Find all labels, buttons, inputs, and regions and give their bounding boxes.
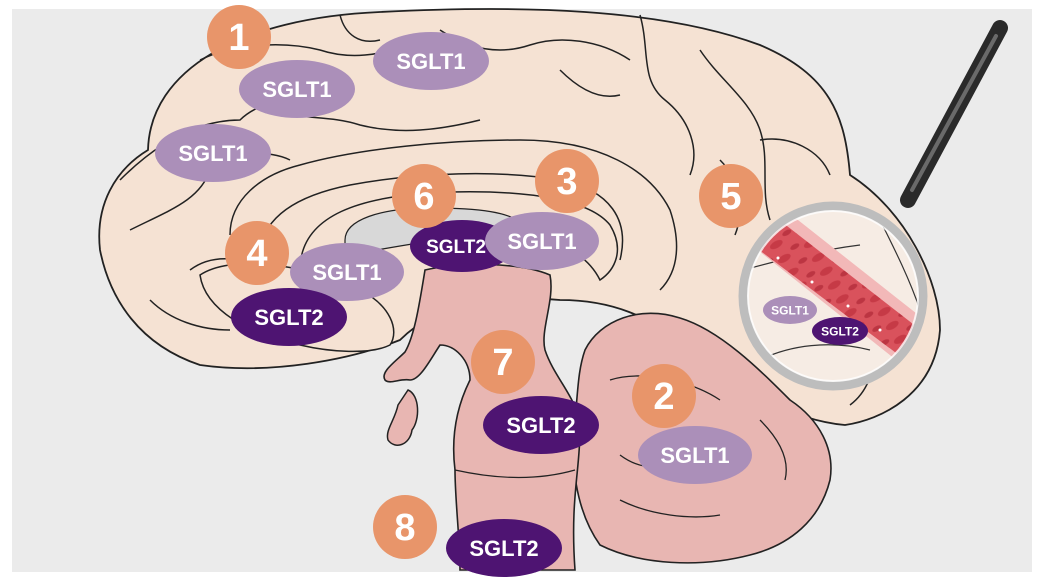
sglt2-label-1: SGLT2 [231, 288, 347, 346]
region-number-1: 1 [207, 5, 271, 69]
sglt1-text-6: SGLT1 [507, 229, 576, 254]
region-number-4: 4 [225, 221, 289, 285]
magnifier-sglt1-text: SGLT1 [771, 304, 809, 318]
sglt2-text-1: SGLT2 [254, 305, 323, 330]
sglt1-label-2: SGLT1 [373, 32, 489, 90]
region-number-5-text: 5 [720, 176, 741, 218]
sglt1-text-1: SGLT1 [262, 77, 331, 102]
region-number-7-text: 7 [492, 342, 513, 384]
region-number-8: 8 [373, 495, 437, 559]
region-number-3-text: 3 [556, 161, 577, 203]
region-number-3: 3 [535, 149, 599, 213]
sglt2-text-4: SGLT2 [469, 536, 538, 561]
sglt1-text-3: SGLT1 [178, 141, 247, 166]
sglt2-text-3: SGLT2 [506, 413, 575, 438]
region-number-2-text: 2 [653, 376, 674, 418]
region-number-6-text: 6 [413, 176, 434, 218]
sglt1-label-5: SGLT1 [638, 426, 752, 484]
region-number-8-text: 8 [394, 507, 415, 549]
sglt1-text-4: SGLT1 [312, 260, 381, 285]
sglt1-label-6: SGLT1 [485, 212, 599, 270]
magnifier-sglt1-label: SGLT1 [763, 296, 817, 324]
region-number-4-text: 4 [246, 233, 267, 275]
sglt2-text-2: SGLT2 [426, 237, 486, 258]
region-number-5: 5 [699, 164, 763, 228]
region-number-2: 2 [632, 364, 696, 428]
sglt1-label-1: SGLT1 [239, 60, 355, 118]
sglt2-label-3: SGLT2 [483, 396, 599, 454]
region-number-1-text: 1 [228, 17, 249, 59]
sglt2-label-4: SGLT2 [446, 519, 562, 577]
region-number-7: 7 [471, 330, 535, 394]
magnifier-sglt2-label: SGLT2 [812, 317, 868, 345]
sglt1-label-3: SGLT1 [155, 124, 271, 182]
magnifier-sglt2-text: SGLT2 [821, 325, 859, 339]
sglt1-text-2: SGLT1 [396, 49, 465, 74]
region-number-6: 6 [392, 164, 456, 228]
sglt1-text-5: SGLT1 [660, 443, 729, 468]
